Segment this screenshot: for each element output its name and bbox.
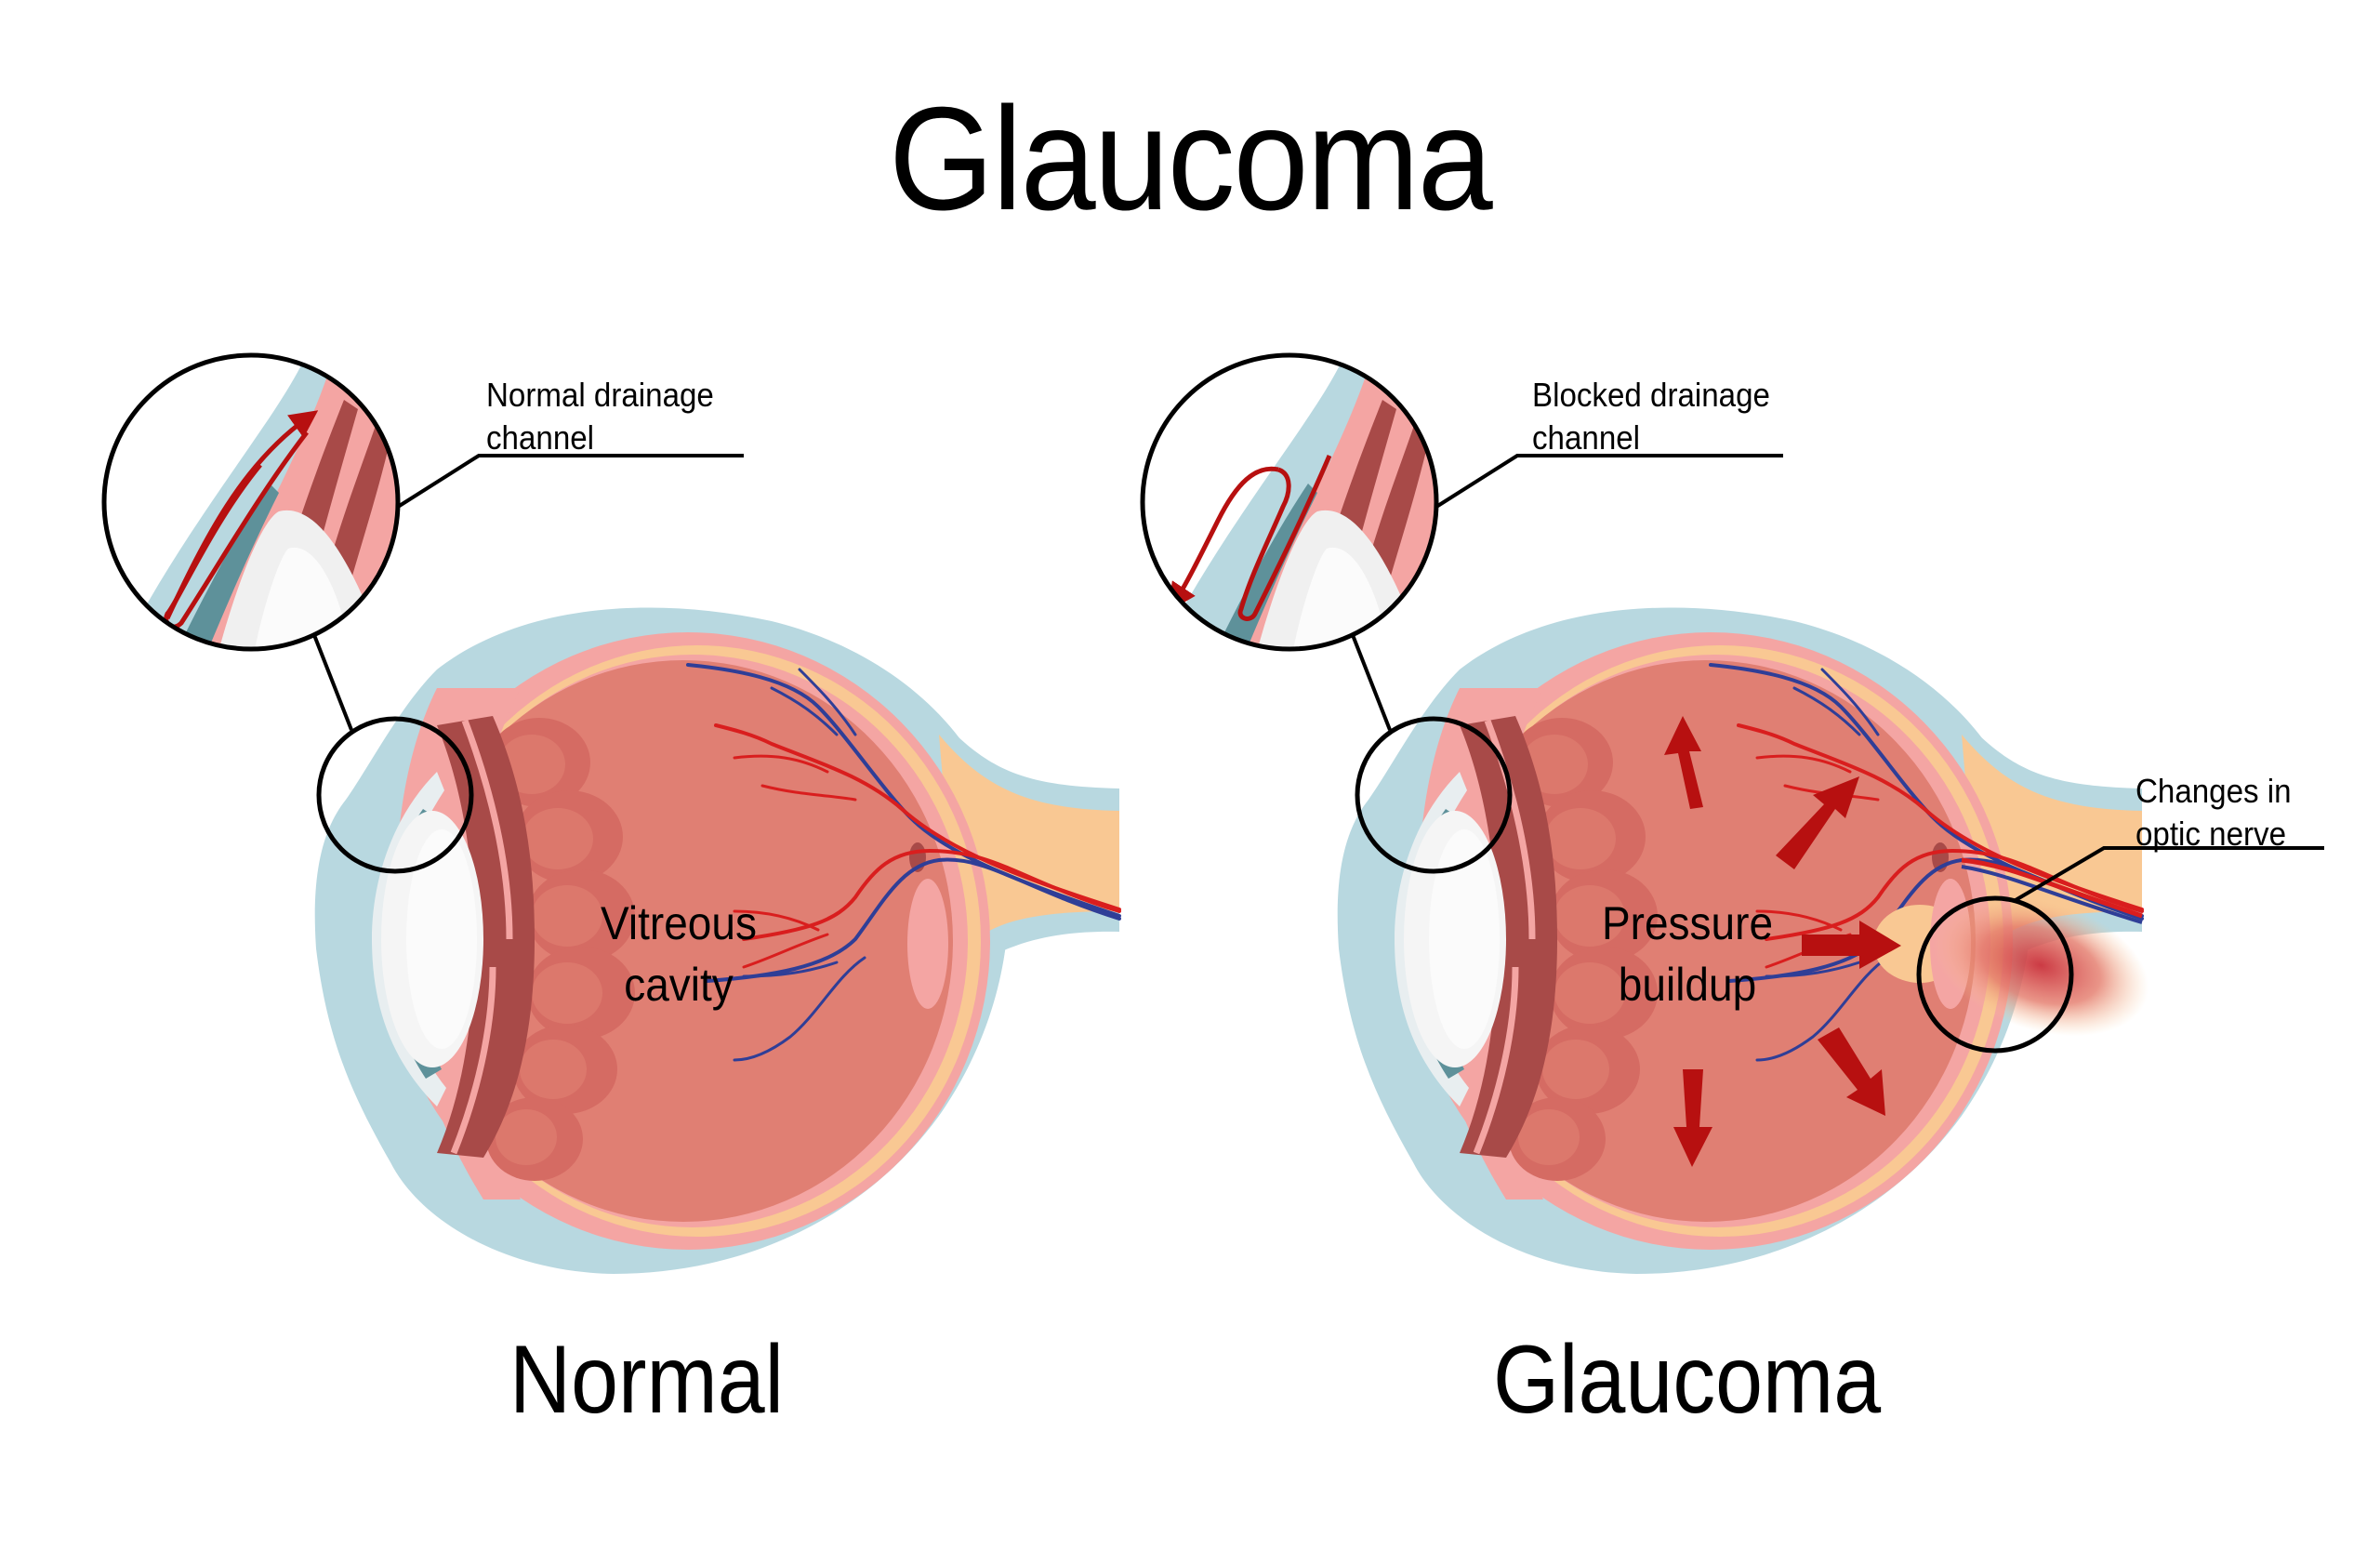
callout-normal-drainage: Normal drainage channel [486, 376, 714, 457]
label-pressure-buildup: Pressure buildup [1601, 897, 1774, 1011]
callout-optic-nerve: Changes in optic nerve [2135, 772, 2292, 853]
drainage-marker-circle [316, 716, 474, 874]
blocked-drainage-inset [1140, 352, 1439, 652]
optic-nerve-marker-circle [1916, 895, 2074, 1054]
glaucoma-eye-illustration [1338, 607, 2149, 1274]
callout-blocked-drainage: Blocked drainage channel [1532, 376, 1770, 457]
normal-drainage-inset [101, 352, 401, 652]
pressure-arrows [1664, 716, 1901, 1167]
caption-glaucoma: Glaucoma [1493, 1326, 1882, 1434]
label-vitreous-cavity: Vitreous cavity [601, 897, 757, 1011]
page-title: Glaucoma [889, 77, 1493, 241]
inset-circle [101, 352, 401, 652]
caption-normal: Normal [509, 1326, 784, 1434]
